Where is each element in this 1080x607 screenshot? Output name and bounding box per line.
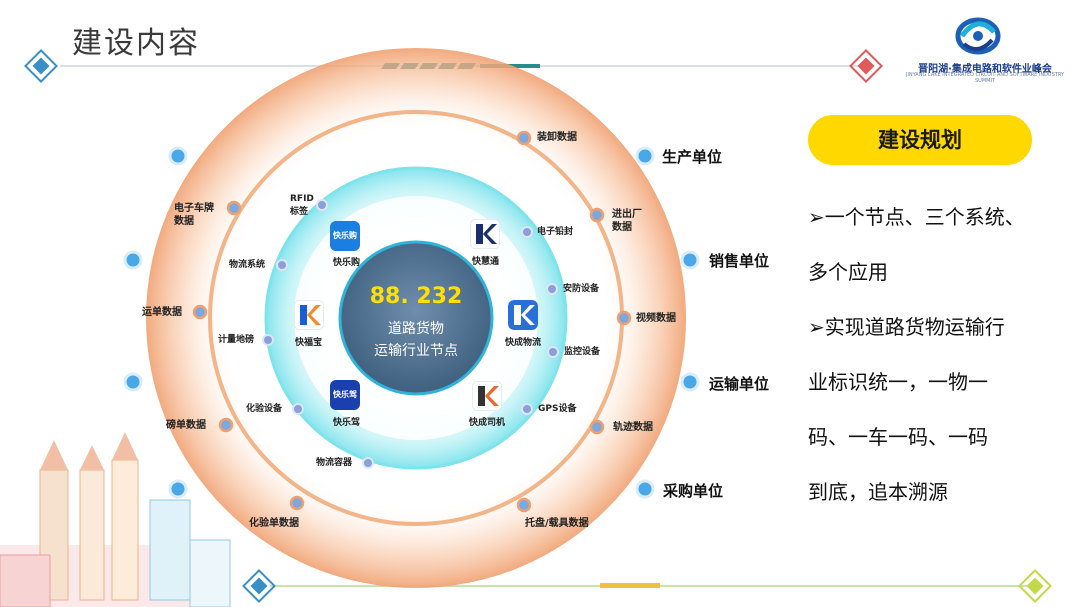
center-number: 88. 232 — [369, 284, 463, 309]
plan-line-1: ➢一个节点、三个系统、 — [808, 205, 1025, 229]
unit-dot — [168, 479, 188, 499]
center-title-line2: 运输行业节点 — [374, 343, 458, 359]
data-dot — [589, 419, 605, 435]
device-dot — [362, 457, 374, 469]
unit-dot — [635, 146, 655, 166]
app-icon-kuaicheng-driver[interactable] — [472, 381, 502, 411]
plan-line-2: 多个应用 — [808, 260, 888, 284]
logo-subtitle: JINYANG LAKE INTEGRATED CIRCUIT AND SOFT… — [905, 72, 1065, 84]
device-label-security: 安防设备 — [563, 284, 600, 294]
page-title: 建设内容 — [72, 26, 200, 61]
app-icon-kuaifubao[interactable] — [294, 300, 324, 330]
unit-dot — [123, 372, 143, 392]
data-dot — [218, 417, 234, 433]
unit-dot — [680, 372, 700, 392]
data-label-weighbill: 磅单数据 — [166, 420, 206, 431]
plan-line-6: 到底，追本溯源 — [808, 480, 948, 504]
data-dot — [289, 495, 305, 511]
unit-label-production: 生产单位 — [662, 148, 723, 166]
data-label-assay: 化验单数据 — [249, 518, 299, 529]
device-dot — [276, 259, 288, 271]
data-label-pallet: 托盘/载具数据 — [525, 518, 589, 529]
data-dot — [192, 304, 208, 320]
data-dot — [516, 497, 532, 513]
device-dot — [521, 403, 533, 415]
device-dot — [262, 334, 274, 346]
device-dot — [316, 199, 328, 211]
unit-dot — [680, 250, 700, 270]
unit-label-sales: 销售单位 — [709, 252, 770, 270]
unit-label-transport: 运输单位 — [709, 375, 770, 393]
device-dot — [547, 346, 559, 358]
device-dot — [546, 283, 558, 295]
app-icon-kuaihuitong[interactable] — [470, 219, 500, 249]
device-label-monitor: 监控设备 — [564, 347, 601, 357]
logo-name: 晋阳湖·集成电路和软件业峰会 — [918, 64, 1052, 75]
app-icon-kuaileja[interactable]: 快乐驾 — [330, 380, 360, 410]
app-icon-kuailegou[interactable]: 快乐购 — [330, 221, 360, 251]
center-node-circle — [338, 240, 494, 396]
data-label-entry: 进出厂 数据 — [612, 209, 642, 233]
center-title-line1: 道路货物 — [388, 321, 444, 337]
app-label-kuailegou: 快乐购 — [333, 258, 361, 268]
device-label-logistics-system: 物流系统 — [229, 260, 266, 270]
device-label-gps: GPS设备 — [538, 404, 577, 414]
device-label-container: 物流容器 — [316, 458, 353, 468]
data-dot — [226, 200, 242, 216]
plan-button[interactable]: 建设规划 — [808, 115, 1032, 165]
unit-label-purchase: 采购单位 — [663, 482, 724, 500]
data-label-plate: 电子车牌 数据 — [174, 203, 214, 227]
device-label-rfid: RFID 标签 — [290, 194, 314, 217]
device-label-assay-device: 化验设备 — [246, 404, 283, 414]
device-dot — [292, 403, 304, 415]
data-label-waybill: 运单数据 — [142, 307, 182, 318]
data-label-loading: 装卸数据 — [537, 132, 577, 143]
unit-dot — [168, 146, 188, 166]
device-dot — [521, 226, 533, 238]
plan-line-5: 码、一车一码、一码 — [808, 425, 988, 449]
app-label-kuaicheng-logistics: 快成物流 — [505, 338, 542, 348]
unit-dot — [123, 250, 143, 270]
plan-line-3: ➢实现道路货物运输行 — [808, 315, 1005, 339]
data-dot — [516, 130, 532, 146]
data-label-track: 轨迹数据 — [613, 422, 653, 433]
app-icon-kuaicheng-logistics[interactable] — [508, 300, 538, 330]
app-label-kuaihuitong: 快慧通 — [472, 257, 500, 267]
data-label-video: 视频数据 — [636, 313, 676, 324]
data-dot — [616, 310, 632, 326]
device-label-scale: 计量地磅 — [218, 335, 255, 345]
device-label-seal: 电子铅封 — [537, 227, 574, 237]
app-label-kuaicheng-driver: 快成司机 — [469, 418, 506, 428]
data-dot — [589, 207, 605, 223]
unit-dot — [635, 479, 655, 499]
app-label-kuaileja: 快乐驾 — [333, 418, 361, 428]
summit-logo-icon — [955, 17, 1001, 55]
app-label-kuaifubao: 快福宝 — [295, 338, 323, 348]
plan-line-4: 业标识统一，一物一 — [808, 370, 988, 394]
